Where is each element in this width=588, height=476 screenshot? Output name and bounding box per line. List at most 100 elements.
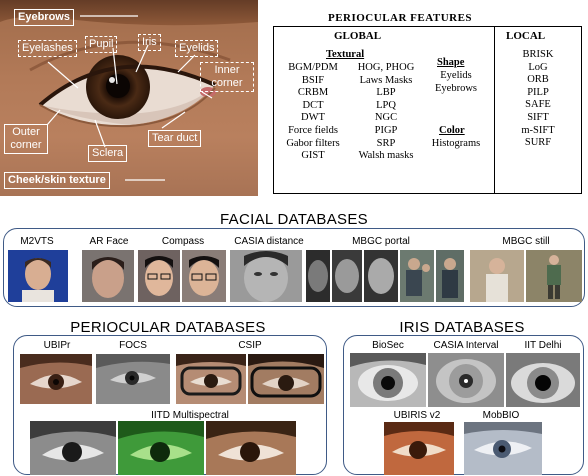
thumb-mbgc-portal-3 bbox=[364, 250, 398, 302]
person-icon bbox=[406, 258, 430, 296]
local-feature-item: LoG bbox=[528, 61, 548, 73]
db-label-ubiris-v2: UBIRIS v2 bbox=[393, 410, 441, 421]
color-group: Color Histograms bbox=[425, 111, 487, 149]
iris-databases-title: IRIS DATABASES bbox=[399, 319, 525, 336]
local-feature-item: m-SIFT bbox=[521, 124, 555, 136]
thumb-csip-2 bbox=[248, 354, 324, 404]
thumb-mbgc-still-2 bbox=[526, 250, 582, 302]
textural-feature-item: Gabor filters bbox=[286, 137, 340, 149]
db-label-focs: FOCS bbox=[119, 340, 147, 351]
face-icon bbox=[92, 257, 124, 298]
shape-feature-item: Eyelids bbox=[440, 70, 472, 81]
textural-feature-item: Laws Masks bbox=[359, 74, 413, 86]
label-sclera: Sclera bbox=[88, 145, 128, 162]
eye-icon bbox=[20, 354, 92, 390]
global-local-divider bbox=[494, 27, 495, 193]
label-outer-corner: Outer corner bbox=[4, 124, 48, 154]
textural-feature-item: LPQ bbox=[376, 99, 396, 111]
thumb-mbgc-portal-1 bbox=[306, 250, 330, 302]
face-icon bbox=[244, 251, 288, 302]
db-label-casia-distance: CASIA distance bbox=[234, 236, 304, 247]
thumb-compass-2 bbox=[182, 250, 226, 302]
iris-icon bbox=[350, 353, 426, 401]
eye-anatomy-image: Eyebrows Eyelashes Pupil Iris Eyelids In… bbox=[0, 0, 258, 196]
textural-feature-item: DCT bbox=[302, 99, 324, 111]
db-label-iit-delhi: IIT Delhi bbox=[524, 340, 562, 351]
textural-feature-item: BSIF bbox=[301, 74, 325, 86]
person-icon bbox=[486, 258, 508, 302]
thumb-casia-distance bbox=[230, 250, 302, 302]
face-icon bbox=[189, 256, 219, 296]
shape-feature-item: Eyebrows bbox=[435, 82, 477, 94]
textural-feature-item: CRBM bbox=[297, 87, 329, 99]
eye-icon bbox=[118, 421, 204, 462]
label-eyelids: Eyelids bbox=[175, 40, 219, 57]
eye-icon bbox=[248, 354, 324, 398]
iris-icon bbox=[436, 359, 496, 403]
db-label-mbgc-portal: MBGC portal bbox=[352, 236, 410, 247]
thumb-mbgc-portal-5 bbox=[436, 250, 464, 302]
textural-feature-item: PIGP bbox=[374, 124, 398, 136]
thumb-ubiris-v2 bbox=[384, 422, 454, 475]
global-header: GLOBAL bbox=[334, 30, 382, 42]
eye-icon bbox=[384, 422, 454, 459]
textural-feature-item: NGC bbox=[374, 112, 398, 124]
shape-header: Shape bbox=[437, 57, 465, 68]
thumb-mbgc-still-1 bbox=[470, 250, 524, 302]
eye-icon bbox=[464, 422, 542, 458]
local-feature-item: PILP bbox=[527, 86, 549, 98]
textural-feature-item: Walsh masks bbox=[358, 150, 414, 162]
db-label-compass: Compass bbox=[161, 236, 205, 247]
color-header: Color bbox=[439, 125, 465, 136]
db-label-ar-face: AR Face bbox=[89, 236, 129, 247]
thumb-mbgc-portal-2 bbox=[332, 250, 362, 302]
eye-icon bbox=[176, 354, 246, 396]
face-icon bbox=[308, 260, 328, 292]
face-icon bbox=[22, 258, 54, 302]
thumb-iitd-multispectral-3 bbox=[206, 421, 296, 475]
thumb-iitd-multispectral-2 bbox=[118, 421, 204, 475]
person-icon bbox=[547, 255, 561, 299]
label-pupil: Pupil bbox=[85, 36, 118, 53]
textural-feature-item: HOG, PHOG bbox=[357, 62, 415, 73]
face-icon bbox=[368, 258, 394, 294]
color-items: Histograms bbox=[425, 138, 487, 151]
textural-feature-item: GIST bbox=[301, 150, 325, 162]
local-feature-item: ORB bbox=[527, 74, 549, 86]
textural-feature-item: Force fields bbox=[288, 124, 338, 136]
label-iris: Iris bbox=[138, 34, 161, 51]
eye-icon bbox=[30, 421, 116, 462]
periocular-databases-title: PERIOCULAR DATABASES bbox=[70, 319, 266, 336]
db-label-mobbio: MobBIO bbox=[482, 410, 520, 421]
db-label-iitd-multispectral: IITD Multispectral bbox=[151, 410, 229, 421]
thumb-m2vts bbox=[8, 250, 68, 302]
db-label-mbgc-still: MBGC still bbox=[502, 236, 550, 247]
label-tear-duct: Tear duct bbox=[148, 130, 202, 147]
db-label-csip: CSIP bbox=[238, 340, 262, 351]
eye-illustration bbox=[0, 0, 258, 181]
label-cheek-skin-texture: Cheek/skin texture bbox=[4, 172, 110, 189]
textural-feature-item: LBP bbox=[376, 87, 396, 99]
thumb-ubipr bbox=[20, 354, 92, 404]
label-inner-corner: Inner corner bbox=[200, 62, 254, 92]
textural-feature-item: BGM/PDM bbox=[288, 62, 338, 73]
eye-icon bbox=[206, 421, 296, 462]
db-label-ubipr: UBIPr bbox=[43, 340, 71, 351]
thumb-compass-1 bbox=[138, 250, 180, 302]
label-eyelashes: Eyelashes bbox=[18, 40, 77, 57]
eye-icon bbox=[96, 354, 170, 385]
thumb-mobbio bbox=[464, 422, 542, 475]
thumb-ar-face bbox=[82, 250, 134, 302]
db-label-biosec: BioSec bbox=[372, 340, 404, 351]
iris-databases-panel bbox=[343, 335, 584, 475]
thumb-casia-interval bbox=[428, 353, 504, 407]
thumb-biosec bbox=[350, 353, 426, 407]
local-feature-item: BRISK bbox=[522, 49, 554, 60]
iris-icon bbox=[511, 363, 575, 403]
